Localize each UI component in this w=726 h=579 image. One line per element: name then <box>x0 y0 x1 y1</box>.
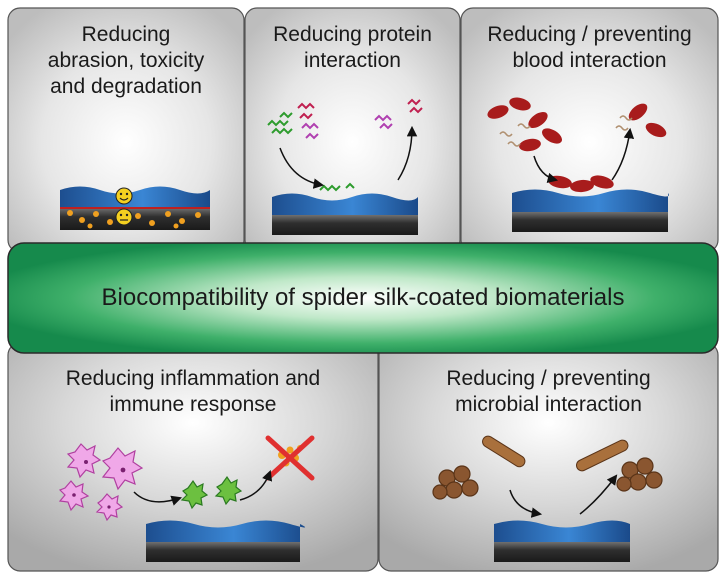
cell-nucleus-icon <box>72 460 126 509</box>
arrow-in <box>533 155 559 184</box>
red-blood-cell <box>528 112 548 128</box>
title-line: microbial interaction <box>455 393 642 416</box>
protein-substrate <box>272 215 418 235</box>
arrow-in <box>279 147 325 189</box>
arrow-out <box>239 470 273 501</box>
panel-title-microbial: Reducing / preventing microbial interact… <box>379 366 718 418</box>
red-blood-cell <box>519 138 541 152</box>
coccus-bacteria-icon <box>432 465 479 500</box>
microbial-coating <box>494 520 630 542</box>
arrow-out <box>579 474 618 515</box>
particle <box>79 217 85 223</box>
rod-bacteria-icon <box>482 435 629 472</box>
title-line: Reducing protein <box>273 23 432 46</box>
center-banner <box>7 242 719 354</box>
title-line: blood interaction <box>512 49 667 72</box>
particle <box>165 211 171 217</box>
arrow-in <box>509 489 543 518</box>
particle <box>149 220 155 226</box>
microbial-substrate <box>494 542 630 562</box>
abrasion-coating <box>60 186 210 208</box>
inflammation-illustration <box>58 435 315 562</box>
red-blood-cell <box>487 105 509 119</box>
title-line: Reducing / preventing <box>446 367 651 390</box>
particle <box>107 219 113 225</box>
arrow-out <box>397 125 418 181</box>
happy-face-icon <box>115 187 133 205</box>
red-blood-cell <box>509 97 531 111</box>
panel-title-abrasion: Reducing abrasion, toxicity and degradat… <box>8 22 244 100</box>
panel-title-protein: Reducing protein interaction <box>245 22 460 74</box>
red-blood-cell <box>570 179 594 193</box>
activated-cell-icon <box>180 475 243 510</box>
title-line: interaction <box>304 49 401 72</box>
arrow-in <box>133 491 182 506</box>
panel-title-inflammation: Reducing inflammation and immune respons… <box>8 366 378 418</box>
title-line: abrasion, toxicity <box>47 49 205 72</box>
red-blood-cell <box>590 175 614 189</box>
microbial-illustration <box>432 435 663 562</box>
protein-icon-red <box>297 102 315 120</box>
arrow-out <box>611 127 635 181</box>
blood-coating <box>512 189 669 212</box>
center-title: Biocompatibility of spider silk-coated b… <box>101 284 625 311</box>
particle <box>195 212 201 218</box>
protein-illustration <box>267 98 423 235</box>
neutral-face-icon <box>115 208 133 226</box>
coccus-bacteria-icon <box>616 457 663 492</box>
title-line: Reducing <box>81 23 171 46</box>
abrasion-illustration <box>60 186 210 230</box>
particle <box>179 218 185 224</box>
protein-coating <box>272 193 418 215</box>
title-line: Reducing inflammation and <box>65 367 321 390</box>
red-blood-cell <box>645 122 667 138</box>
cross-icon <box>265 435 315 481</box>
inflammation-coating <box>146 520 306 542</box>
title-line: immune response <box>109 393 277 416</box>
particle <box>135 213 141 219</box>
protein-icon-purple <box>301 122 319 140</box>
particle <box>93 211 99 217</box>
red-blood-cell <box>628 103 648 121</box>
title-line: Reducing / preventing <box>487 23 692 46</box>
inflammation-substrate <box>146 542 300 562</box>
panel-title-blood: Reducing / preventing blood interaction <box>461 22 718 74</box>
particle <box>67 210 73 216</box>
red-blood-cell <box>542 128 562 144</box>
particle <box>173 223 179 229</box>
protein-icon-released <box>374 98 423 130</box>
protein-icon-green <box>267 111 293 135</box>
blood-illustration <box>487 97 669 232</box>
blood-substrate <box>512 212 668 232</box>
particle <box>87 223 93 229</box>
title-line: and degradation <box>50 75 202 98</box>
